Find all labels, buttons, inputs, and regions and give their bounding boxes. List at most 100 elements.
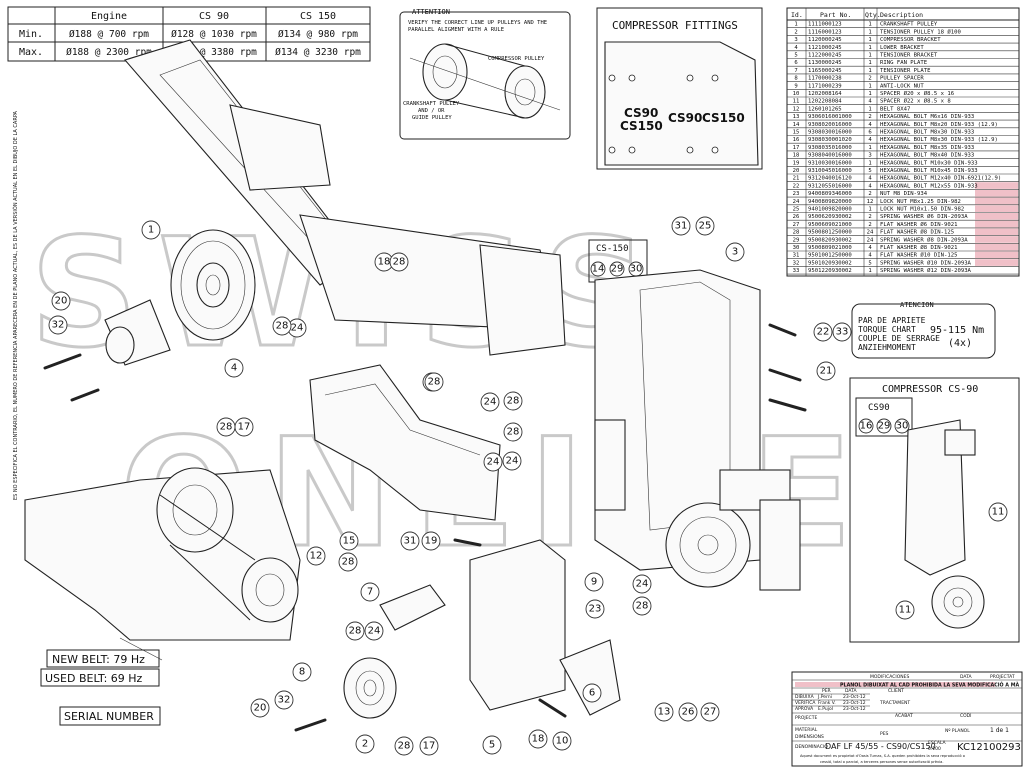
callout-number: 28 bbox=[428, 377, 441, 388]
bom-id: 11 bbox=[793, 99, 800, 105]
bom-id: 15 bbox=[793, 130, 800, 136]
tb-material: MATERIAL bbox=[795, 727, 818, 733]
callout-number: 18 bbox=[532, 734, 545, 745]
bom-description: HEXAGONAL BOLT M8x40 DIN-933 bbox=[880, 153, 974, 159]
cs150-header: CS 150 bbox=[300, 11, 336, 22]
callout-bubble bbox=[700, 702, 720, 722]
bom-description: LOWER BRACKET bbox=[880, 45, 924, 51]
bom-row-highlight bbox=[975, 251, 1018, 259]
callout-bubble bbox=[338, 552, 358, 572]
callout-number: 24 bbox=[636, 579, 649, 590]
callout-number: 28 bbox=[398, 741, 411, 752]
bom-row-highlight bbox=[975, 259, 1018, 266]
bom-id: 6 bbox=[794, 60, 797, 66]
bom-header-partno: Part No. bbox=[820, 11, 851, 19]
bom-id: 22 bbox=[793, 183, 800, 189]
bom-id: 25 bbox=[793, 207, 800, 213]
tb-projecte: PROJECTE bbox=[795, 715, 817, 721]
engine-min: Ø188 @ 700 rpm bbox=[69, 29, 149, 40]
bom-row-highlight bbox=[975, 220, 1018, 228]
engine-header: Engine bbox=[91, 11, 127, 22]
callout-number: 23 bbox=[589, 604, 602, 615]
bom-qty: 1 bbox=[868, 68, 871, 74]
callout-bubble bbox=[503, 391, 523, 411]
bom-id: 32 bbox=[793, 260, 800, 266]
bom-qty: 2 bbox=[868, 214, 871, 220]
bom-description: FLAT WASHER Ø10 DIN-125 bbox=[880, 252, 957, 259]
bom-id: 17 bbox=[793, 145, 800, 151]
tb-proyectat: PROJECTAT bbox=[990, 674, 1015, 680]
bom-qty: 1 bbox=[868, 145, 871, 151]
bom-id: 31 bbox=[793, 253, 800, 259]
bom-qty: 24 bbox=[867, 230, 874, 236]
callout-bubble bbox=[832, 322, 852, 342]
callout-bubble bbox=[345, 621, 365, 641]
bom-qty: 1 bbox=[868, 29, 871, 35]
callout-bubble bbox=[292, 662, 312, 682]
bom-description: SPACER Ø22 x Ø8.5 x 8 bbox=[880, 98, 951, 105]
torque-line-3: COUPLE DE SERRAGE bbox=[858, 334, 940, 343]
bom-part-number: 9401009820000 bbox=[808, 207, 852, 213]
bom-id: 27 bbox=[793, 222, 800, 228]
bom-part-number: 1116000123 bbox=[808, 29, 842, 35]
callout-bubble bbox=[584, 572, 604, 592]
bom-qty: 12 bbox=[867, 199, 874, 205]
callout-number: 7 bbox=[367, 587, 373, 598]
title-block: MODIFICACIONES DATA PROJECTAT PLANOL DIB… bbox=[791, 671, 1023, 767]
tb-aprova-val: E.Pujol bbox=[818, 706, 833, 712]
tensioner-pulley bbox=[343, 657, 397, 719]
bom-id: 24 bbox=[793, 199, 800, 205]
callout-number: 22 bbox=[817, 327, 830, 338]
callout-bubble bbox=[421, 531, 441, 551]
new-belt-label: NEW BELT: 79 Hz bbox=[52, 653, 145, 666]
bom-description: RING FAN PLATE bbox=[880, 60, 928, 66]
callout-bubble bbox=[51, 291, 71, 311]
bom-part-number: 9500801250000 bbox=[808, 230, 852, 236]
bom-part-number: 1165000245 bbox=[808, 68, 842, 74]
callout-number: 19 bbox=[425, 536, 438, 547]
bom-part-number: 1122000245 bbox=[808, 53, 842, 59]
bom-id: 16 bbox=[793, 137, 800, 143]
cs90-item-3: 30 bbox=[896, 421, 909, 432]
bom-qty: 1 bbox=[868, 37, 871, 43]
torque-title: ATENCION bbox=[900, 301, 934, 309]
compressor-pulley-label: COMPRESSOR PULLEY bbox=[488, 56, 545, 62]
crank-pulley-label-2: AND / OR bbox=[418, 108, 445, 114]
tb-dibuixa-date: 23-Oct-12 bbox=[843, 694, 866, 700]
tb-footer-2: cessió, total o parcial, a terceres pers… bbox=[820, 760, 944, 764]
cs90-min: Ø128 @ 1030 rpm bbox=[171, 29, 257, 40]
cs150-item-1: 14 bbox=[592, 264, 605, 275]
callout-number: 28 bbox=[276, 321, 289, 332]
bom-description: FLAT WASHER Ø6 DIN-9021 bbox=[880, 221, 957, 228]
bom-id: 19 bbox=[793, 160, 800, 166]
callout-bubble bbox=[585, 599, 605, 619]
bom-description: HEXAGONAL BOLT M10x45 DIN-933 bbox=[880, 168, 978, 174]
callout-bubble bbox=[272, 316, 292, 336]
callout-number: 24 bbox=[368, 626, 381, 637]
fittings-cs150-right: CS150 bbox=[702, 111, 745, 125]
cs150-box: CS-150 14 29 30 bbox=[588, 239, 648, 283]
callout-number: 4 bbox=[231, 363, 237, 374]
bom-qty: 4 bbox=[868, 99, 872, 105]
bom-description: NUT M8 DIN-934 bbox=[880, 191, 928, 197]
bom-id: 4 bbox=[794, 45, 798, 51]
callout-bubble bbox=[695, 216, 715, 236]
bom-header-desc: Description bbox=[880, 11, 923, 19]
tb-per: PER bbox=[822, 688, 831, 694]
callout-number: 31 bbox=[404, 536, 417, 547]
bom-qty: 4 bbox=[868, 137, 872, 143]
bom-description: FLAT WASHER Ø8 DIN-125 bbox=[880, 229, 954, 236]
bom-id: 33 bbox=[793, 268, 800, 274]
callout-number: 17 bbox=[423, 741, 436, 752]
callout-number: 25 bbox=[699, 221, 712, 232]
bom-part-number: 1121000245 bbox=[808, 45, 842, 51]
bom-qty: 4 bbox=[868, 245, 872, 251]
cs90-max: Ø128 @ 3380 rpm bbox=[171, 47, 257, 58]
bom-qty: 4 bbox=[868, 183, 872, 189]
bom-part-number: 9312055016000 bbox=[808, 183, 852, 189]
bom-qty: 4 bbox=[868, 122, 872, 128]
compressor-cs90-box: COMPRESSOR CS-90 CS90 16 29 30 bbox=[849, 377, 1020, 643]
engine-assembly bbox=[24, 467, 301, 641]
bom-header-id: Id. bbox=[791, 11, 803, 19]
callout-number: 17 bbox=[238, 422, 251, 433]
